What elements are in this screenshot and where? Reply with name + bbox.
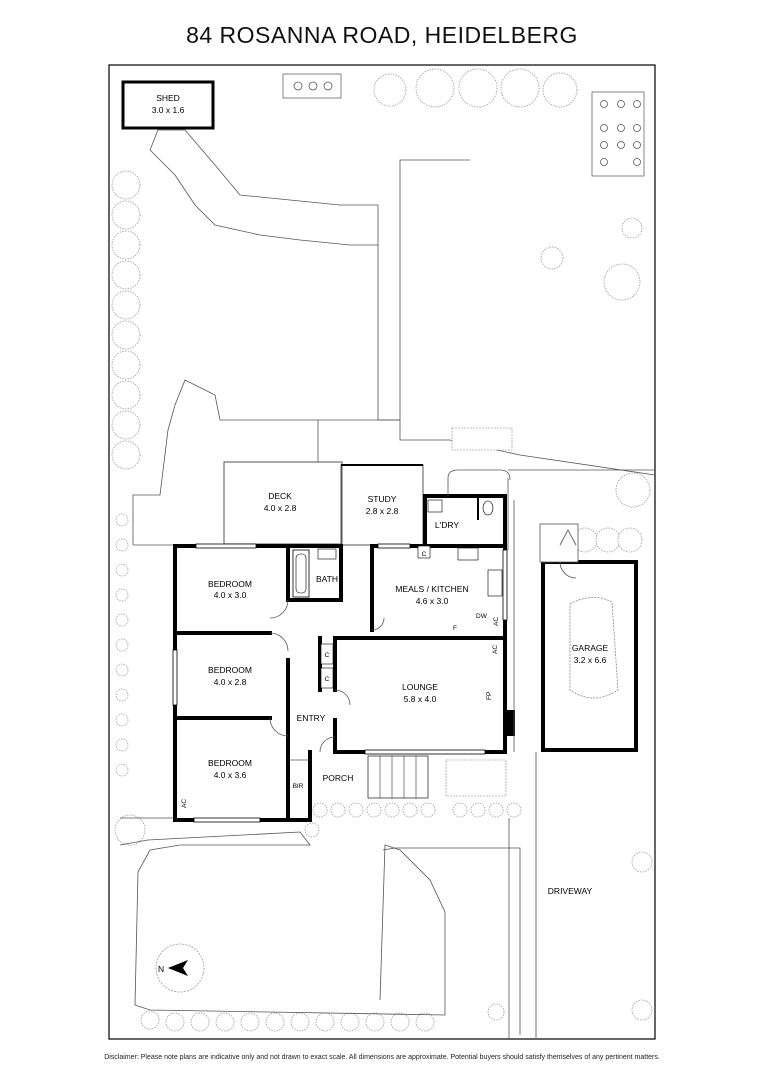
- shed-outline: [121, 80, 215, 130]
- door-swings: [269, 599, 385, 753]
- study-label: STUDY: [368, 494, 397, 504]
- deck-label: DECK: [268, 491, 292, 501]
- car-outline: [569, 597, 619, 699]
- bedroom-1-label: BEDROOM: [208, 579, 252, 589]
- bedroom-3-dimensions: 4.0 x 3.6: [214, 770, 247, 780]
- laundry-trough: [427, 499, 443, 513]
- study-outline: [340, 464, 424, 546]
- lounge-label: LOUNGE: [402, 682, 438, 692]
- front-hedge: [114, 802, 522, 1032]
- entry-label: ENTRY: [297, 713, 326, 723]
- side-walkway: [447, 469, 511, 550]
- ac-label-bedroom: AC: [181, 799, 188, 808]
- garden-path-edge: [149, 149, 378, 246]
- garden-bed-outline: [132, 379, 656, 545]
- paver-strip: [282, 73, 342, 99]
- ac-label-kitchen: AC: [493, 617, 500, 626]
- meals-kitchen-label: MEALS / KITCHEN: [395, 584, 468, 594]
- front-steps: [367, 755, 429, 799]
- paving-patch-rear: [451, 427, 513, 451]
- fireplace: [507, 710, 515, 736]
- windows: [172, 543, 508, 823]
- bedroom-2-dimensions: 4.0 x 2.8: [214, 677, 247, 687]
- cupboard-label-kitchen: C: [422, 551, 427, 558]
- kitchen-sink: [487, 569, 503, 597]
- deck-outline: [223, 461, 343, 545]
- north-compass: N: [155, 943, 205, 993]
- bedroom-2-label: BEDROOM: [208, 665, 252, 675]
- cupboard-entry-1: [320, 643, 334, 665]
- cupboard-kitchen: [417, 545, 431, 559]
- raised-garden-bed: [591, 91, 645, 177]
- deck-dimensions: 4.0 x 2.8: [264, 503, 297, 513]
- bedroom-1-dimensions: 4.0 x 3.0: [214, 590, 247, 600]
- garage-label: GARAGE: [572, 643, 609, 653]
- hedge-left: [115, 513, 129, 777]
- garage-dimensions: 3.2 x 6.6: [574, 655, 607, 665]
- tree-cluster-top: [373, 68, 578, 108]
- property-boundary: [108, 64, 656, 1040]
- dishwasher-label: DW: [476, 613, 488, 620]
- trees-right: [487, 217, 653, 1021]
- shed-label: SHED: [156, 93, 180, 103]
- front-lawn-outline: [119, 831, 446, 1016]
- front-yard-border: [382, 847, 521, 1035]
- tree-column-left: [111, 170, 141, 470]
- fireplace-label: FP: [486, 692, 493, 700]
- ac-label-lounge: AC: [492, 645, 499, 654]
- study-dimensions: 2.8 x 2.8: [366, 506, 399, 516]
- built-in-robe-label: BIR: [293, 783, 304, 790]
- cooktop: [457, 547, 479, 561]
- meals-kitchen-dimensions: 4.6 x 3.0: [416, 596, 449, 606]
- cupboard-label-entry-1: C: [325, 652, 330, 659]
- laundry-label: L'DRY: [435, 520, 459, 530]
- house-walls: [173, 494, 507, 822]
- plan-title: 84 ROSANNA ROAD, HEIDELBERG: [186, 22, 578, 48]
- shed-dimensions: 3.0 x 1.6: [152, 105, 185, 115]
- cupboard-entry-2: [320, 667, 334, 689]
- north-label: N: [158, 964, 164, 974]
- disclaimer: Disclaimer: Please note plans are indica…: [104, 1054, 660, 1061]
- garage-side-steps: [539, 523, 579, 563]
- fridge-label: F: [453, 625, 457, 632]
- driveway-label: DRIVEWAY: [548, 886, 593, 896]
- garden-path: [149, 129, 425, 421]
- bedroom-3-label: BEDROOM: [208, 758, 252, 768]
- paving-patch-front: [445, 759, 507, 797]
- bath-label: BATH: [316, 574, 338, 584]
- toilet: [482, 500, 494, 516]
- porch-label: PORCH: [323, 773, 354, 783]
- lounge-dimensions: 5.8 x 4.0: [404, 694, 437, 704]
- vanity: [317, 548, 337, 560]
- cupboard-label-entry-2: C: [325, 676, 330, 683]
